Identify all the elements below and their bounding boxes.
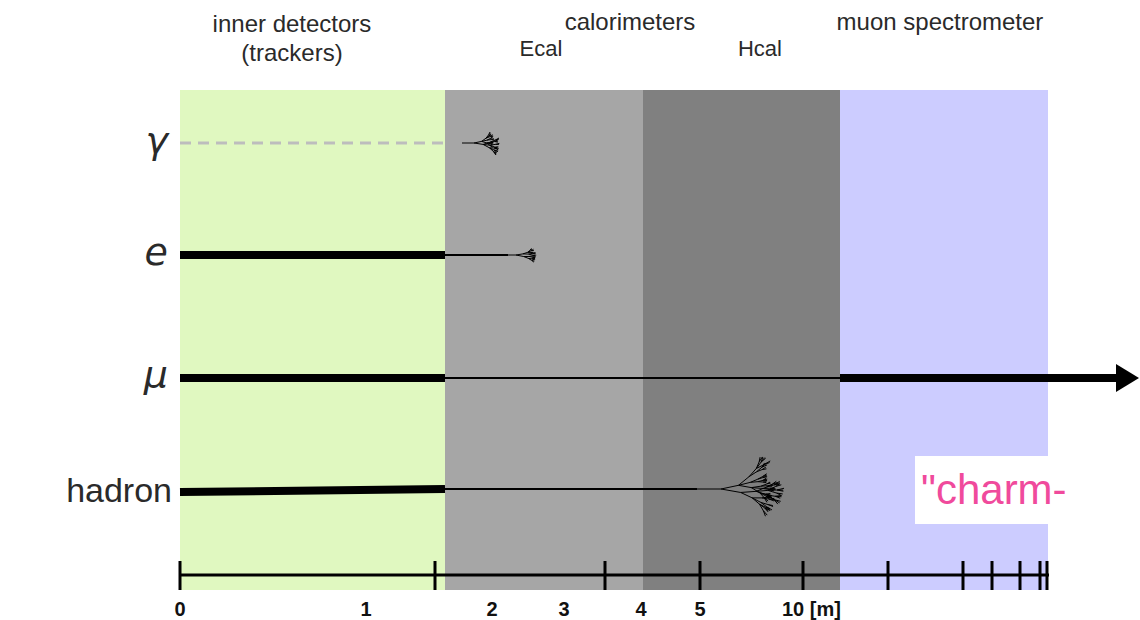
arrow-head	[1116, 364, 1139, 392]
electron-track	[180, 251, 445, 259]
detector-band: Ecal	[445, 90, 643, 590]
band-heading: muon spectrometer	[810, 8, 1070, 37]
particle-name: hadron	[66, 470, 172, 511]
watermark: "charm-	[915, 456, 1097, 524]
electron-track	[445, 254, 508, 256]
detector-band: inner detectors (trackers)	[180, 90, 445, 590]
band-heading: inner detectors (trackers)	[177, 10, 407, 68]
detector-band-fill	[643, 90, 840, 590]
detector-band-fill	[180, 90, 445, 590]
axis-number: 3	[558, 597, 569, 620]
axis-number: 0	[174, 597, 185, 620]
detector-band: Hcal	[643, 90, 840, 590]
detector-band-fill	[445, 90, 643, 590]
particle-symbol: μ	[144, 352, 168, 398]
hadron-track	[445, 488, 697, 490]
band-heading: Ecal	[466, 36, 616, 62]
length-axis	[180, 561, 1049, 590]
photon-track	[180, 142, 445, 145]
particle-symbol: γ	[146, 118, 169, 164]
axis-number: 10 [m]	[782, 597, 841, 620]
axis-number: 2	[486, 597, 497, 620]
muon-track	[180, 374, 445, 382]
axis-number: 4	[635, 597, 646, 620]
hadron-track	[180, 489, 445, 492]
axis-number: 5	[694, 597, 705, 620]
band-heading: Hcal	[685, 36, 835, 62]
axis-number: 1	[360, 597, 371, 620]
group-heading: calorimeters	[565, 8, 696, 37]
particle-shower	[462, 132, 784, 516]
particle-symbol: e	[145, 230, 168, 276]
muon-track	[445, 377, 840, 379]
muon-track	[840, 374, 1120, 382]
